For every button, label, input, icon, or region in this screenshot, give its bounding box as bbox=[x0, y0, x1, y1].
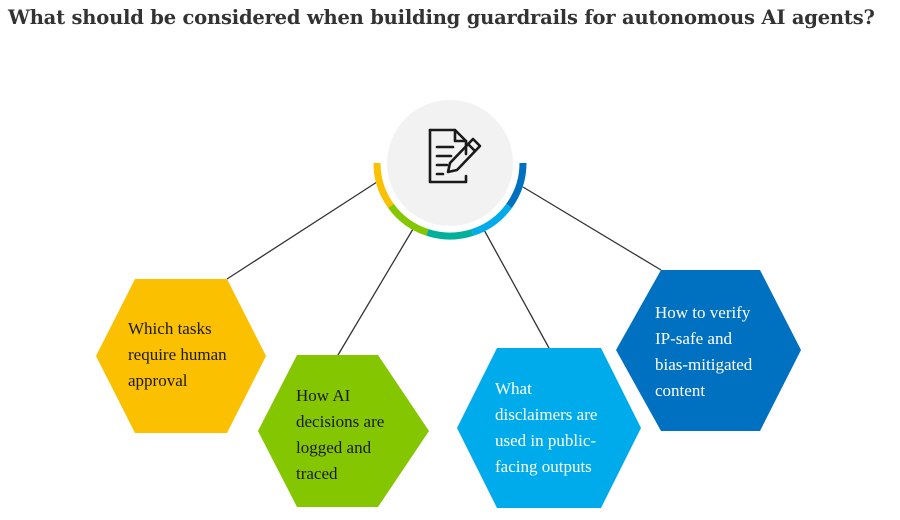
connector-line-2 bbox=[337, 223, 417, 356]
node-line: facing outputs bbox=[495, 457, 592, 476]
node-line: logged and bbox=[296, 438, 372, 457]
segmented-arc-ring bbox=[373, 162, 527, 240]
connector-line-4 bbox=[522, 186, 662, 271]
hexagon-ip-bias bbox=[616, 270, 801, 431]
arc-segment bbox=[506, 162, 527, 208]
arc-segment bbox=[388, 203, 429, 236]
connector-line-1 bbox=[226, 181, 378, 280]
node-label-human-approval: Which tasks require human approval bbox=[128, 316, 227, 394]
node-line: require human bbox=[128, 345, 227, 364]
node-label-ip-bias: How to verify IP-safe and bias-mitigated… bbox=[655, 300, 752, 404]
node-line: bias-mitigated bbox=[655, 355, 753, 374]
node-line: How AI bbox=[296, 386, 351, 405]
page-title: What should be considered when building … bbox=[8, 6, 875, 29]
hexagon-disclaimers bbox=[457, 348, 641, 508]
connector-line-3 bbox=[482, 227, 550, 349]
node-line: decisions are bbox=[296, 412, 385, 431]
node-label-disclaimers: What disclaimers are used in public- fac… bbox=[495, 376, 597, 480]
node-line: How to verify bbox=[655, 303, 751, 322]
node-line: approval bbox=[128, 371, 188, 390]
node-line: What bbox=[495, 379, 532, 398]
node-line: content bbox=[655, 381, 706, 400]
arc-segment bbox=[471, 203, 512, 236]
arc-segment bbox=[426, 229, 474, 240]
node-line: IP-safe and bbox=[655, 329, 732, 348]
node-line: traced bbox=[296, 464, 338, 483]
hexagon-logging bbox=[258, 355, 429, 507]
node-line: used in public- bbox=[495, 431, 597, 450]
node-line: Which tasks bbox=[128, 319, 212, 338]
arc-segment bbox=[373, 162, 394, 208]
document-edit-icon bbox=[428, 128, 482, 184]
node-line: disclaimers are bbox=[495, 405, 598, 424]
hexagon-human-approval bbox=[96, 279, 266, 433]
node-label-logging: How AI decisions are logged and traced bbox=[296, 383, 384, 487]
